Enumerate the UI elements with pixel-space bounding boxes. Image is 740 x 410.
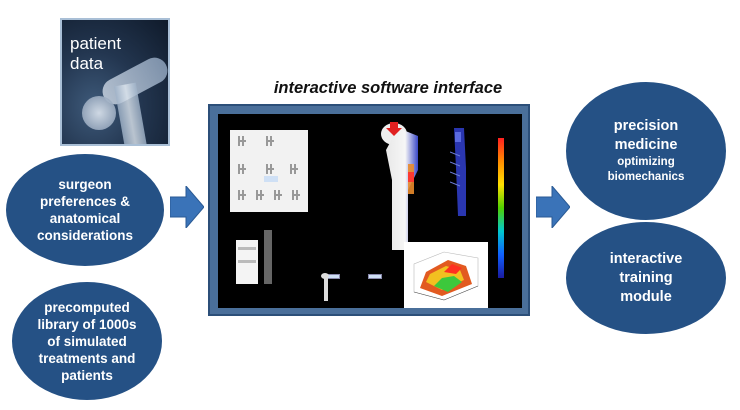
surgeon-preferences-node: surgeon preferences & anatomical conside…	[6, 154, 164, 266]
implant-thumb	[238, 164, 246, 174]
arrow-right-icon	[536, 186, 570, 228]
implant-thumb	[238, 190, 246, 200]
implant-thumb	[238, 136, 246, 146]
hole-option-bar	[238, 247, 256, 250]
bone-plate-icon	[450, 128, 466, 216]
precision-medicine-node: precision medicine optimizing biomechani…	[566, 82, 726, 220]
implant-thumb	[266, 164, 274, 174]
femur-model-icon	[381, 122, 418, 250]
hole-option-bar	[238, 260, 256, 263]
implant-thumb	[256, 190, 264, 200]
implant-selection-grid	[230, 130, 308, 212]
surface-plot-icon	[404, 242, 488, 308]
software-interface-panel	[208, 104, 530, 316]
color-scale-icon	[498, 138, 504, 278]
xray-bone-neck	[114, 82, 148, 144]
patient-data-label: patient data	[70, 34, 122, 73]
selected-implant-highlight	[264, 176, 278, 182]
patient-xray-image: patient data	[60, 18, 170, 146]
arrow-right-icon	[170, 186, 204, 228]
hole-options-box	[236, 240, 258, 284]
xray-femoral-head	[82, 96, 116, 130]
implant-thumb	[266, 136, 274, 146]
parameter-slider	[264, 230, 272, 284]
implant-thumb	[292, 190, 300, 200]
mini-femur-preview	[321, 273, 329, 301]
implant-thumb	[290, 164, 298, 174]
diagram-title: interactive software interface	[273, 79, 503, 97]
view-toggle-button[interactable]	[368, 274, 382, 279]
implant-thumb	[274, 190, 282, 200]
precomputed-library-node: precomputed library of 1000s of simulate…	[12, 282, 162, 400]
software-screen	[218, 114, 522, 308]
training-module-node: interactive training module	[566, 222, 726, 334]
